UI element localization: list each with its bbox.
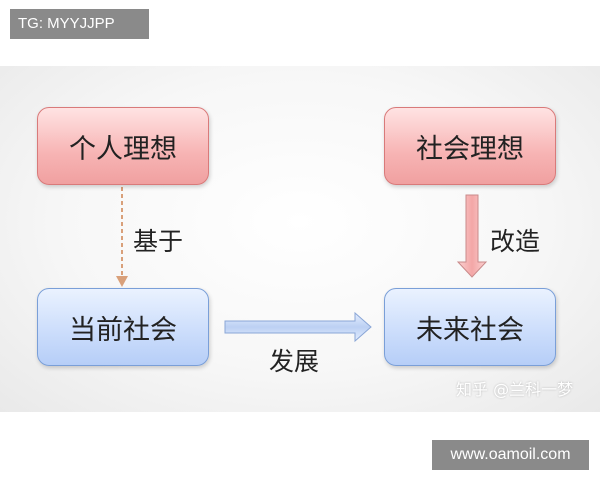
- develop-arrow: [224, 311, 372, 343]
- watermark-top-left: TG: MYYJJPP: [10, 9, 149, 39]
- node-current-society-label: 当前社会: [69, 314, 177, 346]
- node-personal-ideal: 个人理想: [37, 107, 209, 185]
- edge-label-develop: 发展: [269, 347, 320, 376]
- node-current-society: 当前社会: [37, 288, 209, 366]
- credit-text: 知乎 @兰科一梦: [456, 380, 574, 399]
- watermark-bottom-right: www.oamoil.com: [432, 440, 589, 470]
- based-on-arrow: [116, 187, 128, 287]
- node-social-ideal-label: 社会理想: [416, 133, 524, 165]
- node-future-society-label: 未来社会: [416, 314, 524, 346]
- edge-label-based-on: 基于: [133, 227, 184, 256]
- node-personal-ideal-label: 个人理想: [69, 133, 177, 165]
- edge-label-transform: 改造: [490, 227, 541, 256]
- transform-arrow: [456, 194, 488, 278]
- node-social-ideal: 社会理想: [384, 107, 556, 185]
- node-future-society: 未来社会: [384, 288, 556, 366]
